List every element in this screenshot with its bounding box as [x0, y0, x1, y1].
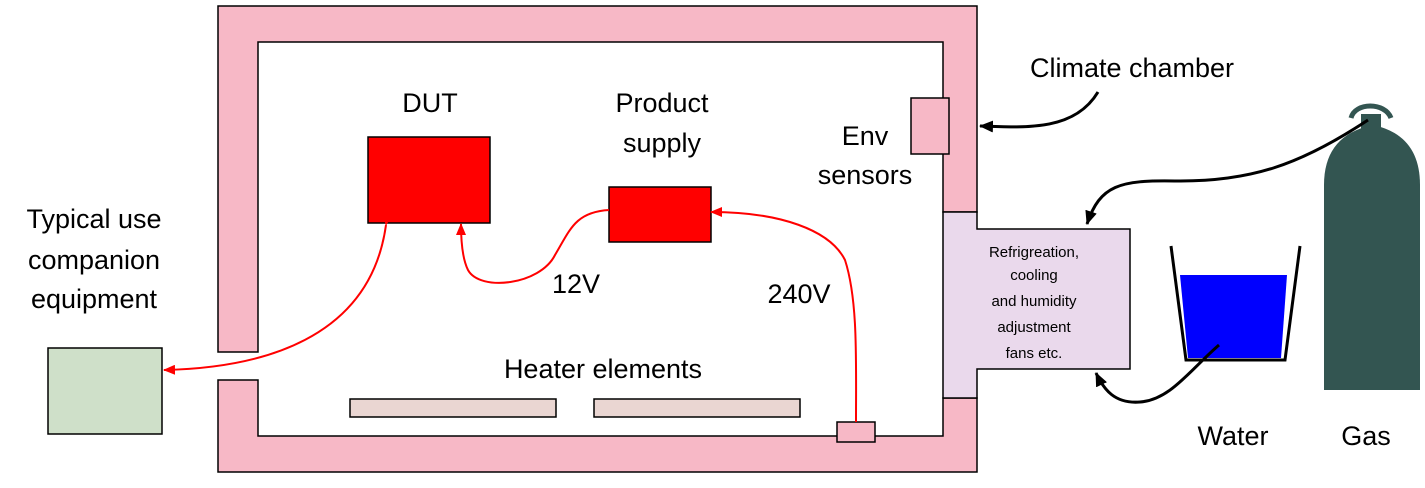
gas-cylinder-valve [1361, 114, 1381, 130]
dut-box [367, 136, 491, 224]
gas-cylinder [1324, 103, 1420, 390]
refrigeration-line-3: and humidity [991, 293, 1077, 310]
refrigeration-label: Refrigreation, cooling and humidity adju… [989, 244, 1079, 362]
dut-label: DUT [402, 88, 458, 118]
bucket-outline [1169, 245, 1302, 362]
companion-equipment-box [47, 347, 163, 435]
climate-chamber-arrow [979, 91, 1100, 133]
wire-dut-to-companion [163, 213, 393, 375]
companion-line-2: companion [28, 245, 160, 275]
product-supply-box [608, 186, 712, 243]
gas-cylinder-body [1324, 125, 1420, 390]
water-label: Water [1197, 421, 1268, 451]
refrigeration-line-4: adjustment [997, 319, 1071, 336]
refrigeration-unit [942, 211, 1131, 399]
env-sensors-line-2: sensors [818, 160, 913, 190]
refrigeration-line-1: Refrigreation, [989, 244, 1079, 261]
water-arrow [1094, 343, 1220, 404]
power-outlet [836, 421, 876, 443]
env-sensor-block [910, 97, 950, 155]
climate-chamber-label: Climate chamber [1030, 53, 1234, 83]
product-supply-line-2: supply [623, 128, 702, 158]
voltage-12v-label: 12V [552, 269, 600, 299]
env-sensors-line-1: Env [842, 121, 889, 151]
gas-cylinder-handle [1348, 103, 1394, 120]
voltage-240v-label: 240V [767, 279, 830, 309]
water-bucket [1169, 245, 1302, 362]
gas-arrow [1085, 118, 1369, 225]
refrigeration-line-5: fans etc. [1006, 345, 1063, 362]
companion-line-3: equipment [31, 284, 158, 314]
wire-240v [710, 207, 858, 423]
product-supply-line-1: Product [615, 88, 709, 118]
wire-12v [456, 209, 610, 284]
water-fill [1180, 275, 1287, 358]
heater-element-2 [593, 398, 801, 418]
heater-element-1 [349, 398, 557, 418]
refrigeration-line-2: cooling [1010, 267, 1058, 284]
gas-label: Gas [1341, 421, 1391, 451]
heater-label: Heater elements [504, 354, 702, 384]
companion-line-1: Typical use [26, 204, 161, 234]
